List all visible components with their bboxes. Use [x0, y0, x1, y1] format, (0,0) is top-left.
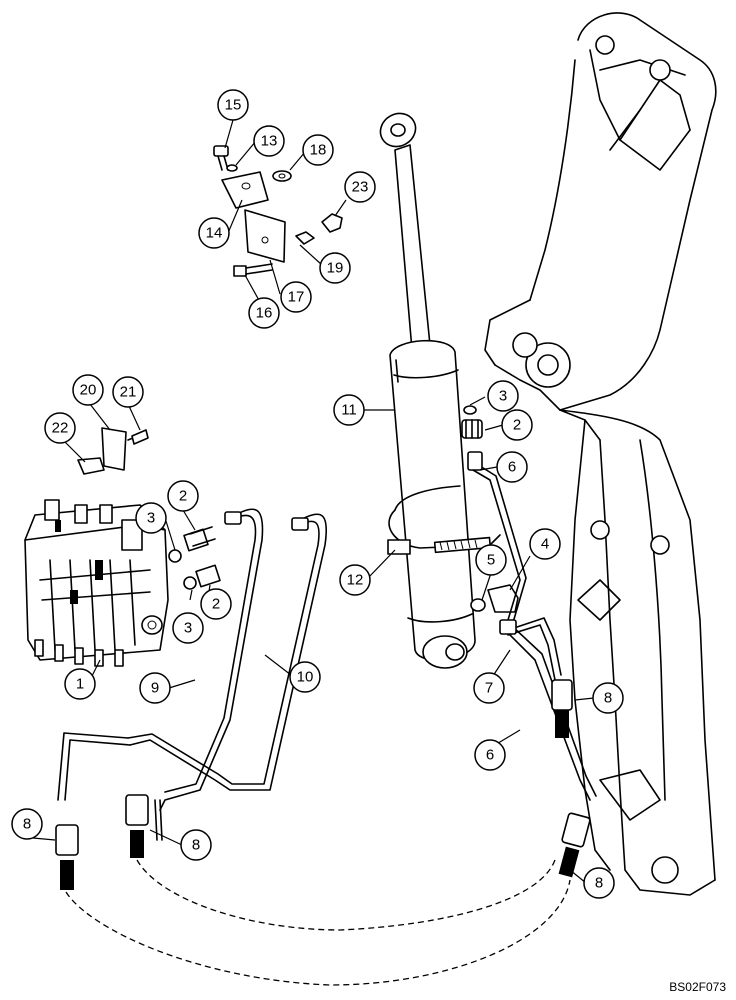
callout-20: 20	[72, 374, 104, 406]
callout-label: 9	[151, 680, 159, 697]
callout-label: 21	[120, 384, 137, 401]
callout-label: 8	[604, 690, 612, 707]
callout-label: 5	[487, 552, 495, 569]
leader-lines	[32, 119, 595, 884]
callout-label: 18	[310, 142, 327, 159]
callout-label: 4	[541, 536, 549, 553]
callout-12: 12	[339, 564, 371, 596]
callout-label: 2	[513, 417, 521, 434]
callout-2: 2	[167, 480, 199, 512]
callout-23: 23	[344, 171, 376, 203]
callout-15: 15	[217, 89, 249, 121]
callout-label: 8	[23, 816, 31, 833]
callout-10: 10	[289, 661, 321, 693]
callout-2: 2	[200, 588, 232, 620]
callout-label: 8	[595, 875, 603, 892]
callout-3: 3	[487, 380, 519, 412]
callout-label: 13	[261, 133, 278, 150]
callout-label: 15	[225, 97, 242, 114]
callout-label: 23	[352, 179, 369, 196]
callout-2: 2	[501, 409, 533, 441]
callout-label: 12	[347, 572, 364, 589]
plate-clip	[77, 427, 149, 475]
callout-6: 6	[474, 739, 506, 771]
callout-1: 1	[64, 668, 96, 700]
callout-14: 14	[198, 217, 230, 249]
callout-label: 22	[52, 420, 69, 437]
callout-7: 7	[473, 672, 505, 704]
callout-label: 17	[288, 289, 305, 306]
callout-label: 14	[206, 225, 223, 242]
callout-label: 11	[341, 402, 357, 419]
callout-22: 22	[44, 412, 76, 444]
callout-label: 1	[76, 676, 84, 693]
callout-3: 3	[172, 612, 204, 644]
callout-19: 19	[319, 252, 351, 284]
callout-label: 19	[327, 260, 344, 277]
callout-9: 9	[139, 672, 171, 704]
valve-fittings	[168, 526, 221, 590]
callout-label: 2	[212, 596, 220, 613]
callout-label: 7	[485, 680, 493, 697]
callout-label: 3	[147, 510, 155, 527]
callout-18: 18	[302, 134, 334, 166]
callout-label: 16	[256, 305, 273, 322]
callout-16: 16	[248, 297, 280, 329]
callout-17: 17	[280, 281, 312, 313]
callout-5: 5	[475, 544, 507, 576]
quick-couplers	[55, 679, 591, 986]
bracket-assembly	[213, 145, 343, 277]
callout-label: 3	[184, 620, 192, 637]
boom-arm	[484, 12, 717, 896]
callout-11: 11	[333, 394, 365, 426]
callout-6: 6	[496, 451, 528, 483]
callout-label: 8	[192, 837, 200, 854]
callout-8: 8	[583, 867, 615, 899]
callout-label: 2	[179, 488, 187, 505]
callout-4: 4	[529, 528, 561, 560]
callout-label: 6	[508, 459, 516, 476]
cylinder-fittings	[461, 405, 519, 613]
callout-13: 13	[253, 125, 285, 157]
callout-8: 8	[180, 829, 212, 861]
callout-label: 3	[499, 388, 507, 405]
callout-8: 8	[592, 682, 624, 714]
callout-3: 3	[135, 502, 167, 534]
callout-8: 8	[11, 808, 43, 840]
hose-clamp	[387, 485, 501, 555]
cylinder-tubes	[467, 451, 597, 801]
callout-label: 20	[80, 382, 97, 399]
callout-label: 6	[486, 747, 494, 764]
callout-label: 10	[297, 669, 314, 686]
figure-code: BS02F073	[669, 980, 726, 994]
callout-21: 21	[112, 376, 144, 408]
hydraulic-cylinder	[379, 112, 476, 669]
hydraulic-tubes	[57, 508, 327, 841]
control-valve	[24, 499, 169, 667]
